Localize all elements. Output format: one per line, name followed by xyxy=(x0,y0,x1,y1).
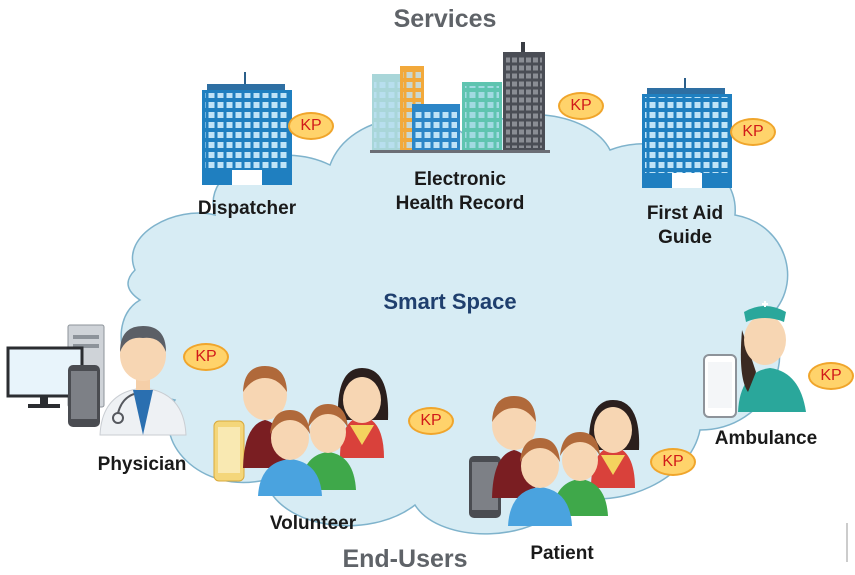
smart-space-label: Smart Space xyxy=(383,289,517,314)
volunteer-phone-icon xyxy=(213,420,245,482)
end-users-title: End-Users xyxy=(342,545,468,573)
dispatcher-building-icon xyxy=(202,72,292,185)
kp-badge-physician: KP xyxy=(183,343,229,371)
physician-label: Physician xyxy=(97,454,187,475)
volunteer-label: Volunteer xyxy=(269,513,357,534)
kp-badge-dispatcher: KP xyxy=(288,112,334,140)
first-aid-building-icon xyxy=(642,78,732,188)
ehr-city-icon xyxy=(370,42,550,153)
ambulance-phone-icon xyxy=(703,354,737,418)
first-aid-label-line2: Guide xyxy=(658,226,712,248)
ehr-label: Electronic Health Record xyxy=(370,168,550,216)
dispatcher-label: Dispatcher xyxy=(197,198,297,219)
kp-badge-ehr: KP xyxy=(558,92,604,120)
ambulance-label: Ambulance xyxy=(714,428,818,449)
patient-group-avatars xyxy=(492,396,640,526)
nurse-avatar xyxy=(738,301,806,412)
physician-avatar xyxy=(99,326,187,436)
kp-badge-first-aid: KP xyxy=(730,118,776,146)
patient-label: Patient xyxy=(530,543,594,564)
physician-phone-icon xyxy=(68,365,100,427)
first-aid-label-line1: First Aid xyxy=(646,203,724,224)
first-aid-label: First Aid Guide xyxy=(625,202,745,250)
services-title: Services xyxy=(393,5,497,33)
kp-badge-volunteer: KP xyxy=(408,407,454,435)
kp-badge-ambulance: KP xyxy=(808,362,854,390)
volunteer-group-avatars xyxy=(243,366,389,496)
ehr-label-line2: Health Record xyxy=(395,192,525,214)
ehr-label-line1: Electronic xyxy=(414,169,506,190)
kp-badge-patient: KP xyxy=(650,448,696,476)
